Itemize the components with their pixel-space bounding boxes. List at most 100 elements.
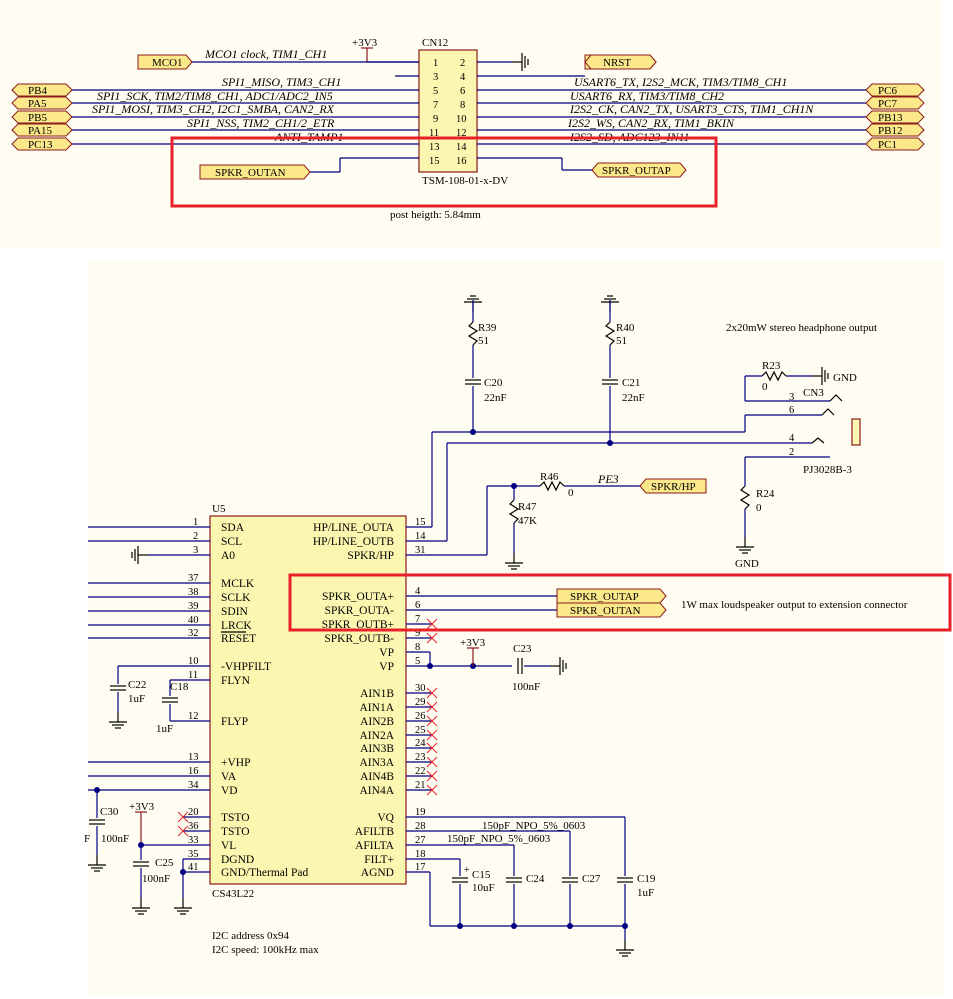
svg-text:23: 23 <box>415 752 426 763</box>
pin-gnd-pad: GND/Thermal Pad <box>221 867 308 879</box>
svg-text:150pF_NPO_5%_0603: 150pF_NPO_5%_0603 <box>447 833 551 845</box>
post-height-note: post heigth: 5.84mm <box>390 209 481 221</box>
svg-text:R40: R40 <box>616 322 635 334</box>
svg-text:0: 0 <box>762 381 768 393</box>
svg-text:18: 18 <box>415 849 426 860</box>
svg-text:GND: GND <box>735 558 759 570</box>
svg-text:5: 5 <box>415 656 420 667</box>
pin-hp-line-outb: HP/LINE_OUTB <box>313 536 394 548</box>
speaker-note: 1W max loudspeaker output to extension c… <box>681 599 908 611</box>
svg-text:20: 20 <box>188 807 199 818</box>
svg-text:C23: C23 <box>513 643 532 655</box>
svg-text:33: 33 <box>188 835 199 846</box>
svg-text:39: 39 <box>188 601 199 612</box>
svg-text:36: 36 <box>188 821 199 832</box>
pin-ain2b: AIN2B <box>360 716 394 728</box>
port-mco1: MCO1 <box>152 57 183 69</box>
pin-ain4a: AIN4A <box>360 785 395 797</box>
pin-dgnd: DGND <box>221 854 254 866</box>
svg-text:R46: R46 <box>540 471 559 483</box>
svg-text:9: 9 <box>415 628 420 639</box>
pin-agnd: AGND <box>361 867 394 879</box>
signal-i2s2-ck: I2S2_CK, CAN2_TX, USART3_CTS, TIM1_CH1N <box>569 102 814 116</box>
port-pb13: PB13 <box>878 112 903 124</box>
pin-ain2a: AIN2A <box>360 730 395 742</box>
pin-sda: SDA <box>221 522 245 534</box>
signal-i2s2-ws: I2S2_WS, CAN2_RX, TIM1_BKIN <box>567 116 735 130</box>
pin-ain4b: AIN4B <box>360 771 394 783</box>
svg-text:+3V3: +3V3 <box>460 637 486 649</box>
pin-ain1b: AIN1B <box>360 688 394 700</box>
svg-text:6: 6 <box>789 405 794 416</box>
pin-flyn: FLYN <box>221 675 251 687</box>
svg-text:C20: C20 <box>484 377 503 389</box>
svg-text:R39: R39 <box>478 322 497 334</box>
svg-text:28: 28 <box>415 821 426 832</box>
cn12-pin-15: 15 <box>429 156 440 167</box>
pin-tsto-20: TSTO <box>221 812 250 824</box>
highlight-connector-speaker-pins <box>170 136 718 208</box>
pin-lrck: LRCK <box>221 620 252 632</box>
svg-text:2: 2 <box>193 531 198 542</box>
pin-ain1a: AIN1A <box>360 702 395 714</box>
cn12-pin-13: 13 <box>429 142 440 153</box>
highlight-speaker-output <box>288 573 952 632</box>
pin-mclk: MCLK <box>221 578 255 590</box>
cn12-pin-8: 8 <box>460 100 465 111</box>
svg-text:21: 21 <box>415 780 426 791</box>
cs43l22-codec: U5 CS43L22 SDA SCL A0 MCLK SCLK SDIN LRC… <box>84 503 656 957</box>
svg-text:C27: C27 <box>582 873 601 885</box>
svg-text:C24: C24 <box>526 873 545 885</box>
svg-text:37: 37 <box>188 573 199 584</box>
pin-spkr-outa-minus: SPKR_OUTA- <box>325 605 395 617</box>
cn12-connector: CN12 TSM-108-01-x-DV post heigth: 5.84mm… <box>11 37 925 221</box>
svg-text:+: + <box>464 865 470 876</box>
svg-text:24: 24 <box>415 738 426 749</box>
i2c-address-note: I2C address 0x94 <box>212 930 289 942</box>
headphone-output: 2x20mW stereo headphone output R39 51 C2… <box>288 295 952 632</box>
pin-vhp: +VHP <box>221 757 251 769</box>
cn12-part: TSM-108-01-x-DV <box>422 175 508 187</box>
svg-text:C18: C18 <box>170 681 189 693</box>
i2c-speed-note: I2C speed: 100kHz max <box>212 944 319 956</box>
port-pc13: PC13 <box>28 139 53 151</box>
svg-text:30: 30 <box>415 683 426 694</box>
svg-text:100nF: 100nF <box>142 873 170 885</box>
svg-text:3: 3 <box>789 392 794 403</box>
port-pb4: PB4 <box>28 85 47 97</box>
cn12-pin-12: 12 <box>456 128 467 139</box>
cn3-ref: CN3 <box>803 387 824 399</box>
cn12-pin-7: 7 <box>433 100 438 111</box>
svg-text:1uF: 1uF <box>156 723 173 735</box>
svg-text:+3V3: +3V3 <box>129 801 155 813</box>
pin-va: VA <box>221 771 237 783</box>
svg-text:15: 15 <box>415 517 426 528</box>
pin-spkr-outa-plus: SPKR_OUTA+ <box>322 591 394 603</box>
svg-text:4: 4 <box>789 433 795 444</box>
port-pa5: PA5 <box>28 98 47 110</box>
port-pa15: PA15 <box>28 125 53 137</box>
svg-text:38: 38 <box>188 587 199 598</box>
pin-sdin: SDIN <box>221 606 249 618</box>
port-pc1: PC1 <box>878 139 897 151</box>
pin-vq: VQ <box>377 812 394 824</box>
u5-ref: U5 <box>212 503 226 515</box>
pin-vhpfilt: -VHPFILT <box>221 661 271 673</box>
pin-vp-8: VP <box>379 647 394 659</box>
pin-vp-5: VP <box>379 661 394 673</box>
pin-spkr-hp: SPKR/HP <box>347 550 394 562</box>
svg-text:13: 13 <box>188 752 199 763</box>
svg-text:C15: C15 <box>472 869 491 881</box>
cn12-pin-9: 9 <box>433 114 438 125</box>
port-pc6: PC6 <box>878 85 897 97</box>
svg-text:31: 31 <box>415 545 426 556</box>
pin-spkr-outb-minus: SPKR_OUTB- <box>324 633 394 645</box>
svg-text:R24: R24 <box>756 488 775 500</box>
svg-text:C19: C19 <box>637 873 656 885</box>
pin-flyp: FLYP <box>221 716 248 728</box>
cn12-pin-11: 11 <box>429 128 439 139</box>
svg-text:51: 51 <box>478 335 489 347</box>
svg-text:32: 32 <box>188 628 199 639</box>
